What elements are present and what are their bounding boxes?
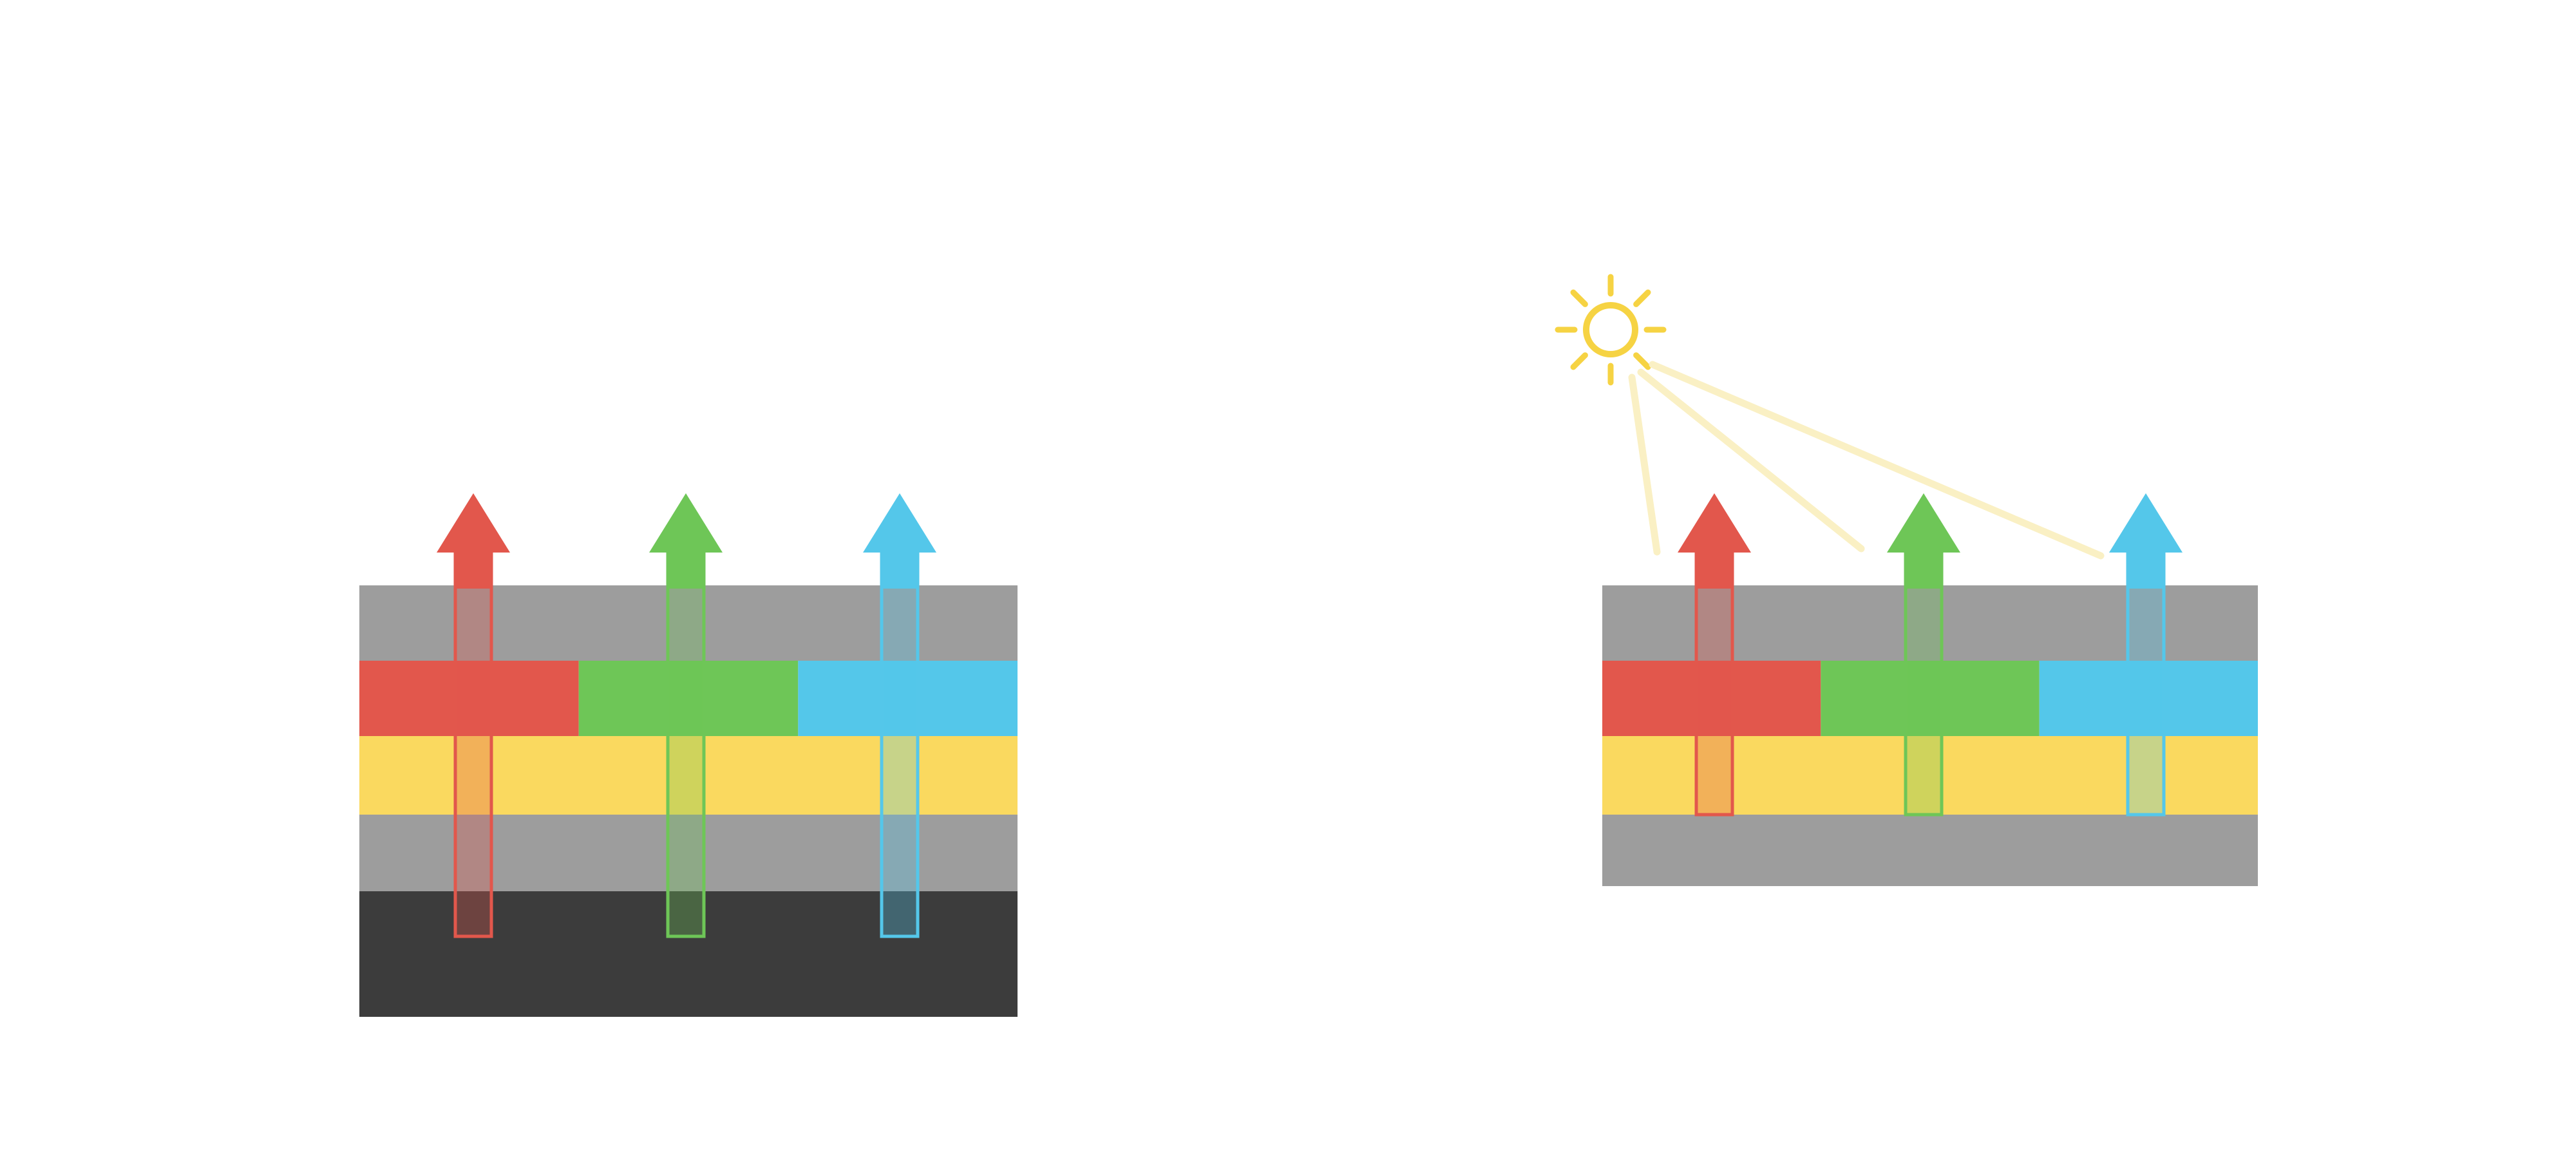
right-gray-layer-top [1602, 585, 2258, 661]
right-red-light-arrow-shaft [1694, 583, 1734, 817]
left-cyan-light-arrow [863, 493, 936, 938]
emissive-display-panel [359, 493, 1018, 1017]
sun-icon [1555, 274, 1667, 386]
right-red-light-arrow-head [1678, 493, 1751, 553]
sun-ray [1633, 352, 1651, 370]
right-green-light-arrow-shaft [1904, 583, 1944, 817]
left-gray-layer-bottom [359, 815, 1018, 891]
sunlight-beam [1628, 374, 1661, 556]
left-red-light-arrow-shaft [453, 583, 493, 938]
left-red-light-arrow [437, 493, 510, 938]
sun-ray [1570, 352, 1588, 370]
right-cyan-light-arrow-neck [2126, 552, 2166, 589]
left-gray-layer-top [359, 585, 1018, 661]
left-green-light-arrow [649, 493, 723, 938]
right-yellow-layer [1602, 736, 2258, 815]
left-red-light-arrow-head [437, 493, 510, 553]
sunlight-beam [1649, 361, 2105, 560]
reflective-display-panel [1555, 274, 2258, 886]
sun-body [1583, 302, 1638, 357]
right-red-light-arrow [1678, 493, 1751, 817]
right-gray-layer-bottom [1602, 815, 2258, 886]
right-green-subpixel [1821, 661, 2040, 736]
right-green-light-arrow-neck [1904, 552, 1944, 589]
right-cyan-light-arrow-head [2109, 493, 2183, 553]
right-green-light-arrow-head [1887, 493, 1960, 553]
left-green-light-arrow-head [649, 493, 723, 553]
left-green-light-arrow-neck [666, 552, 706, 589]
left-green-light-arrow-shaft [666, 583, 706, 938]
left-red-subpixel [359, 661, 579, 736]
left-red-light-arrow-neck [453, 552, 493, 589]
left-cyan-light-arrow-shaft [880, 583, 920, 938]
left-cyan-light-arrow-head [863, 493, 936, 553]
left-dark-substrate-layer [359, 891, 1018, 1017]
left-green-subpixel [578, 661, 799, 736]
right-green-light-arrow [1887, 493, 1960, 817]
sun-ray [1570, 289, 1588, 307]
right-cyan-light-arrow [2109, 493, 2183, 817]
right-red-subpixel [1602, 661, 1821, 736]
sun-ray [1633, 289, 1651, 307]
right-cyan-light-arrow-shaft [2126, 583, 2166, 817]
sunlight-beam [1637, 368, 1865, 553]
left-yellow-layer [359, 736, 1018, 815]
right-cyan-subpixel [2039, 661, 2258, 736]
left-cyan-subpixel [798, 661, 1018, 736]
left-cyan-light-arrow-neck [880, 552, 920, 589]
right-red-light-arrow-neck [1694, 552, 1734, 589]
